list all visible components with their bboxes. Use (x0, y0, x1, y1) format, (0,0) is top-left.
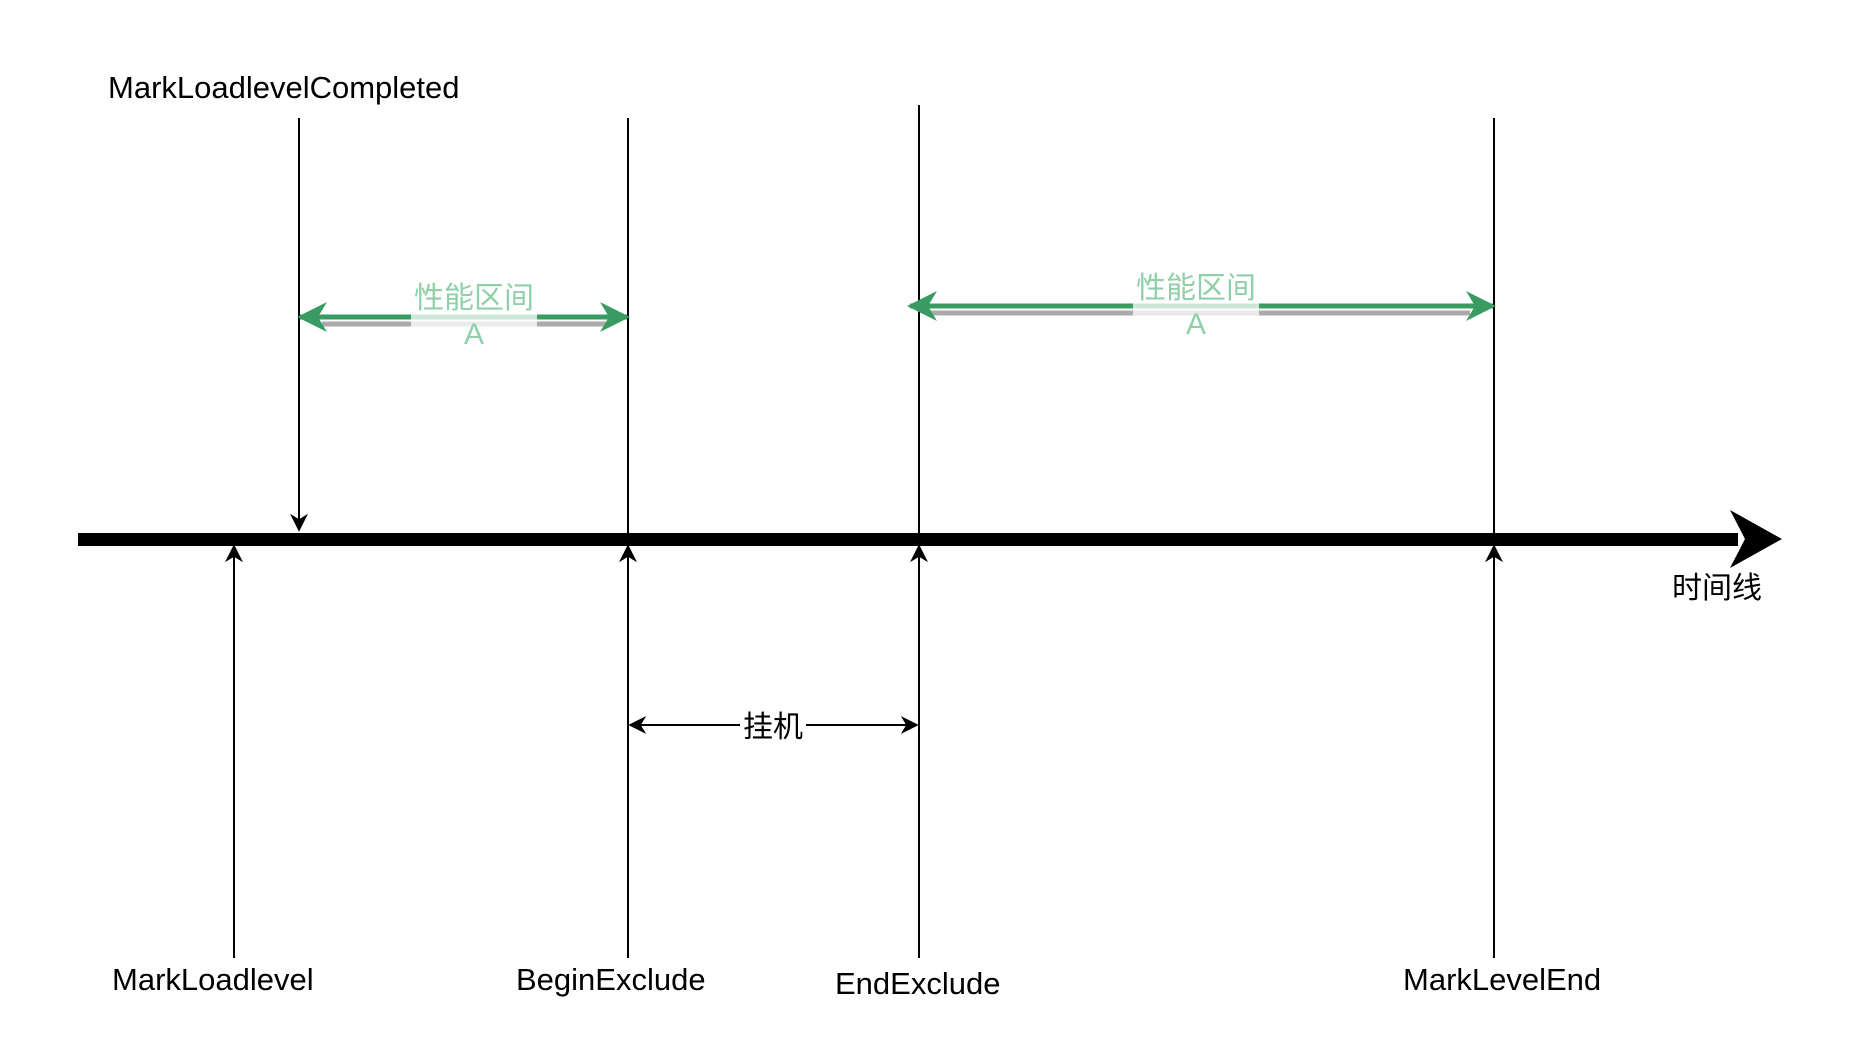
timeline-axis (78, 510, 1782, 568)
interval-1-title: 性能区间 (414, 281, 534, 316)
timeline-label: 时间线 (1672, 571, 1762, 606)
performance-interval-1 (297, 302, 630, 332)
timeline-arrowhead (1730, 510, 1782, 568)
interval-2-sub: A (1186, 308, 1206, 341)
label-end-exclude: EndExclude (835, 966, 1000, 1001)
idle-label: 挂机 (743, 710, 803, 745)
label-begin-exclude: BeginExclude (516, 962, 706, 997)
interval-2-title: 性能区间 (1136, 271, 1256, 306)
label-mark-load-level: MarkLoadlevel (112, 962, 314, 997)
interval-1-sub: A (464, 318, 484, 351)
label-mark-level-end: MarkLevelEnd (1403, 962, 1601, 997)
performance-interval-2 (907, 291, 1496, 321)
label-mark-load-level-completed: MarkLoadlevelCompleted (108, 70, 460, 105)
